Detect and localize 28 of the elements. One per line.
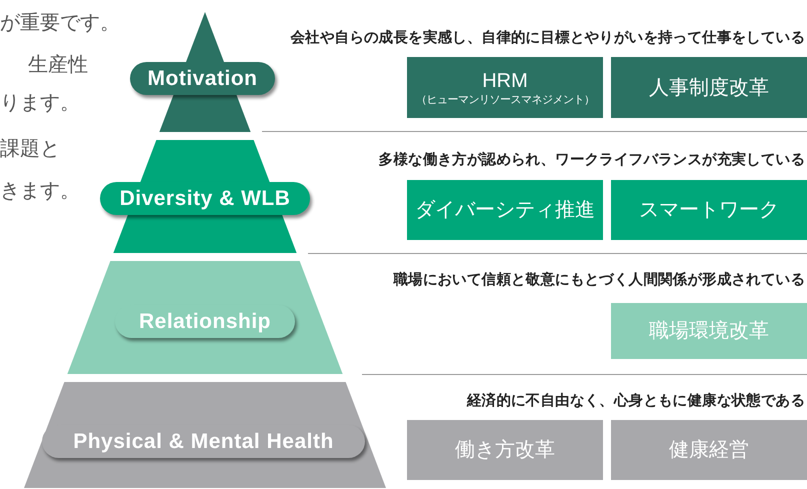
tier-description: 多様な働き方が認められ、ワークライフバランスが充実している — [378, 150, 805, 170]
initiative-box — [611, 303, 807, 359]
tier-label: Motivation — [130, 62, 275, 95]
initiative-box — [611, 180, 807, 240]
initiative-name: 働き方改革 — [455, 438, 555, 462]
body-text: ります。 — [0, 91, 80, 116]
tier-label: Physical & Mental Health — [42, 425, 365, 458]
tier-label: Diversity & WLB — [100, 182, 310, 215]
initiative-box — [407, 180, 603, 240]
body-text: が重要です。 — [0, 11, 120, 36]
initiative-name: HRM — [482, 68, 528, 92]
initiative-box — [407, 420, 603, 480]
initiative-box — [407, 57, 603, 118]
initiative-subtitle: （ヒューマンリソースマネジメント） — [416, 92, 594, 106]
initiative-box — [611, 57, 807, 118]
initiative-box — [611, 420, 807, 480]
initiative-name: 人事制度改革 — [649, 76, 769, 100]
initiative-name: ダイバーシティ推進 — [415, 198, 595, 222]
initiative-name: 健康経営 — [669, 438, 749, 462]
tier-description: 経済的に不自由なく、心身ともに健康な状態である — [466, 391, 805, 411]
initiative-name: 職場環境改革 — [649, 319, 769, 343]
body-text: 生産性 — [28, 53, 88, 78]
initiative-name: スマートワーク — [639, 198, 779, 222]
tier-label: Relationship — [115, 305, 295, 338]
body-text: きます。 — [0, 179, 80, 204]
tier-description: 職場において信頼と敬意にもとづく人間関係が形成されている — [393, 270, 805, 290]
tier-description: 会社や自らの成長を実感し、自律的に目標とやりがいを持って仕事をしている — [290, 28, 805, 48]
body-text: 課題と — [0, 137, 60, 162]
